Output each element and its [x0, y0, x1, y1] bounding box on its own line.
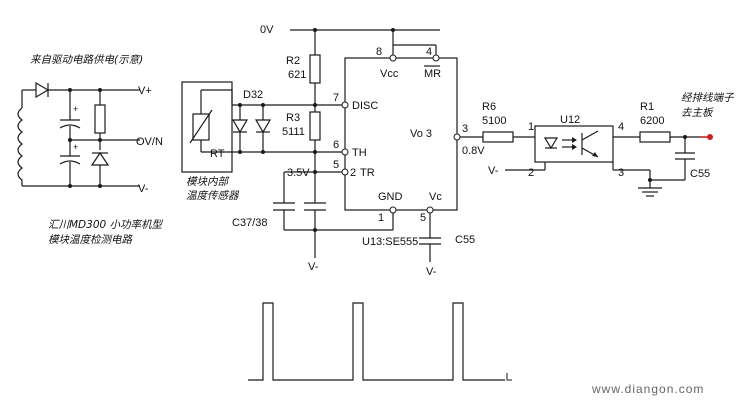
zener-diode-icon [90, 151, 110, 166]
label-c55-out: C55 [690, 168, 710, 180]
net-vminus-opto: V- [488, 165, 499, 177]
label-rt: RT [210, 148, 225, 160]
pin-vc-num: 5 [420, 212, 426, 224]
net-vminus-c37: V- [308, 261, 319, 273]
pin-vcc-label: Vcc [380, 68, 399, 80]
d32-diode-b-icon [254, 119, 272, 134]
pin-gnd-label: GND [378, 191, 403, 203]
pin-gnd-num: 1 [378, 212, 384, 224]
pin-mr-label: MR [424, 68, 441, 80]
ic-se555-body [344, 57, 458, 211]
opto-pin-2: 2 [528, 167, 534, 179]
pin-mr-num: 4 [426, 46, 432, 58]
resistor-r2 [309, 54, 321, 84]
label-r1-val: 6200 [640, 115, 664, 127]
pin-vcc-num: 8 [376, 46, 382, 58]
pin-out-num: 3 [462, 123, 468, 135]
caption-output-2: 去主板 [681, 107, 714, 119]
caption-output-1: 经排线端子 [681, 92, 735, 104]
resistor-r3 [309, 111, 321, 141]
net-0v: 0V [260, 24, 274, 36]
thermistor-section: RT 模块内部 温度传感器 D32 [181, 81, 345, 202]
transformer-coil [17, 90, 23, 186]
label-r6-val: 5100 [482, 115, 506, 127]
svg-text:+: + [73, 142, 78, 152]
optocoupler-u12 [534, 125, 614, 163]
label-r1-ref: R1 [640, 101, 654, 113]
caption-sensor-1: 模块内部 [186, 176, 229, 188]
label-u13: U13:SE555 [362, 236, 418, 248]
opto-pin-3: 3 [618, 167, 624, 179]
bleed-resistor [94, 104, 106, 134]
pin-vc-label: Vc [429, 191, 442, 203]
resistor-r6 [482, 131, 514, 143]
ground-icon [638, 187, 662, 197]
resistor-r1 [639, 131, 671, 143]
rectifier-diode-icon [35, 81, 50, 99]
opto-led-icon [543, 137, 559, 150]
pin-vo-label: Vo 3 [410, 128, 432, 140]
net-0v8: 0.8V [462, 145, 485, 157]
pin-tr-label: TR [360, 167, 375, 179]
opto-pin-1: 1 [528, 121, 534, 133]
net-3v5: 3.5V [287, 167, 310, 179]
output-section: R6 5100 U12 1 2 3 4 V- R1 6200 经排线端子 去主板 [460, 92, 735, 197]
label-r2-ref: R2 [286, 55, 300, 67]
net-vminus-c55: V- [426, 266, 437, 278]
sensor-module-box [181, 81, 233, 173]
pin-th-num: 6 [333, 139, 339, 151]
label-d32: D32 [243, 89, 263, 101]
label-r3-ref: R3 [286, 112, 300, 124]
output-terminal-icon [707, 134, 713, 140]
svg-text:+: + [73, 104, 78, 114]
pin-tr-num: 2 [350, 167, 356, 179]
net-vplus: V+ [138, 85, 152, 97]
pin-disc-label: DISC [352, 100, 378, 112]
supply-section: 来自驱动电路供电(示意) + + V+ OV/N [17, 54, 164, 246]
label-c37: C37/38 [232, 217, 267, 229]
label-r6-ref: R6 [482, 101, 496, 113]
pin-tr-num-5: 5 [333, 159, 339, 171]
timer-section: 0V R2 621 R3 5111 3.5V C37/38 V- [232, 24, 485, 278]
caption-module-title-1: 汇川MD300 小功率机型 [48, 219, 164, 231]
caption-sensor-2: 温度传感器 [186, 190, 240, 202]
net-ov-n: OV/N [136, 136, 163, 148]
label-c55: C55 [455, 234, 475, 246]
caption-module-title-2: 模块温度检测电路 [48, 234, 133, 246]
label-u12: U12 [560, 114, 580, 126]
pwm-waveform [248, 302, 505, 381]
watermark-text: www.diangon.com [591, 382, 704, 396]
label-r2-val: 621 [288, 69, 306, 81]
label-r3-val: 5111 [282, 126, 305, 138]
d32-diode-a-icon [231, 119, 249, 134]
opto-pin-4: 4 [618, 121, 624, 133]
caption-drive-supply: 来自驱动电路供电(示意) [30, 54, 143, 66]
pin-disc-num: 7 [333, 92, 339, 104]
pin-th-label: TH [352, 147, 367, 159]
net-vminus-left: V- [138, 183, 149, 195]
